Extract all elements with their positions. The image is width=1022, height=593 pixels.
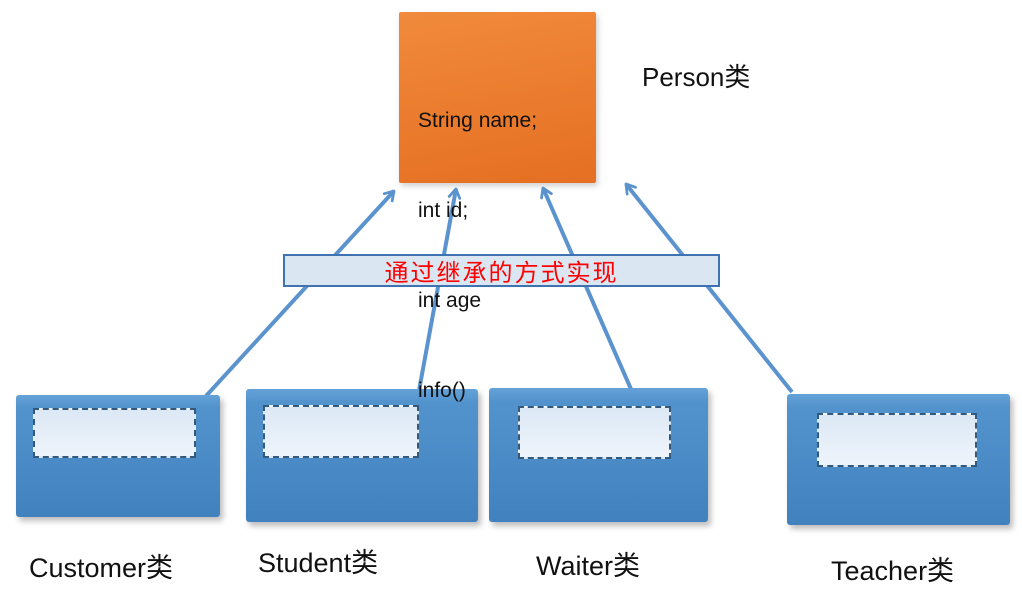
arrow-teacher-to-person [624,182,794,394]
customer-class-label: Customer类 [29,553,174,583]
waiter-class-label: Waiter类 [536,551,641,581]
waiter-class-placeholder [518,406,671,459]
attribute-line: int id; [418,199,469,222]
student-class-label: Student类 [258,548,379,578]
teacher-class-label: Teacher类 [831,556,955,586]
attribute-line: info() [418,379,466,402]
arrow-waiter-to-person [540,186,636,397]
student-class-placeholder [263,405,419,458]
person-class-attributes: String name; int id; int age info() [418,46,537,466]
teacher-class-box [787,394,1010,525]
attribute-line: int age [418,289,482,312]
attribute-line: String name; [418,109,538,132]
student-class-box [246,389,478,522]
arrow-student-to-person [416,187,462,397]
arrow-customer-to-person [204,189,396,398]
person-class-label: Person类 [642,62,751,92]
customer-class-placeholder [33,408,196,458]
inheritance-note-bar: 通过继承的方式实现 [283,254,720,287]
waiter-class-box [489,388,708,522]
inheritance-note-text: 通过继承的方式实现 [384,261,619,287]
customer-class-box [16,395,220,517]
teacher-class-placeholder [817,413,977,467]
person-class-box: String name; int id; int age info() [399,12,596,402]
